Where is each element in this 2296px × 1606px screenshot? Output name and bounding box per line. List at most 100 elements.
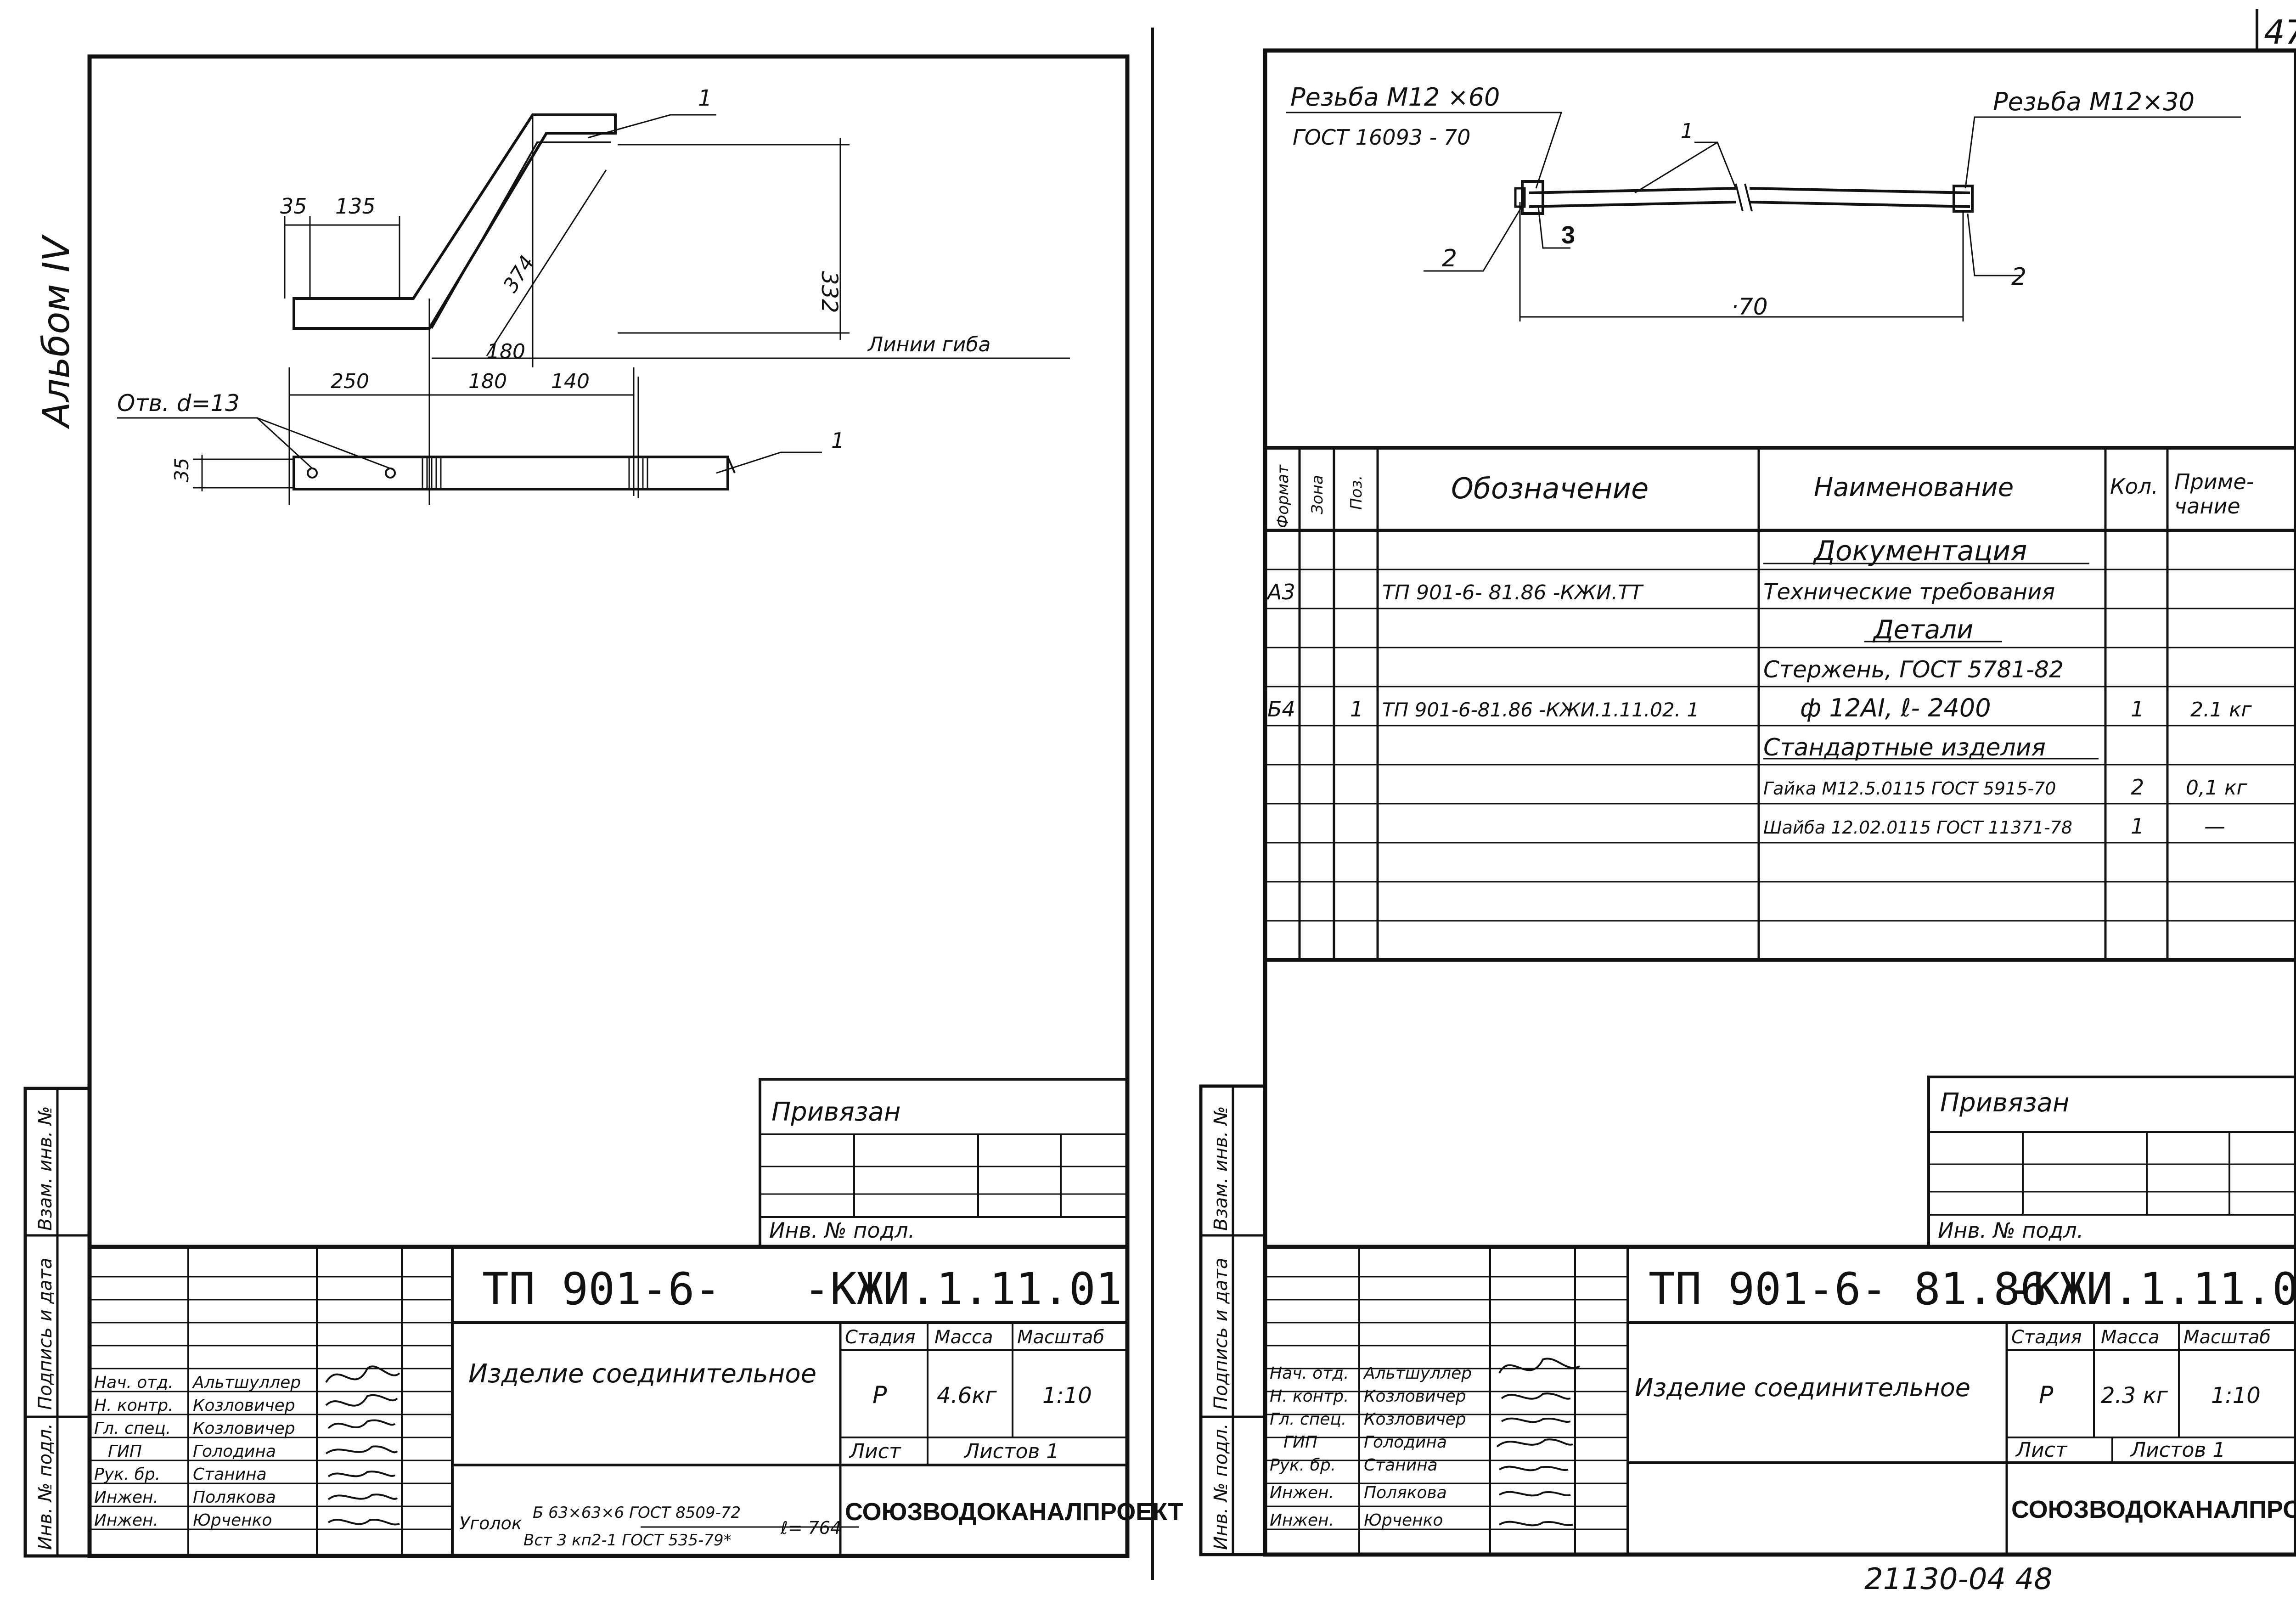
left-dim-35-side: 35 (170, 458, 193, 482)
left-dim-180b: 180 (468, 370, 507, 393)
left-privyazan-block (759, 1078, 1129, 1248)
left-signature-rows: Нач. отд. Н. контр. Гл. спец. ГИП Рук. б… (94, 1373, 301, 1530)
right-name-5: Полякова (1364, 1483, 1447, 1502)
left-name-4: Станина (193, 1465, 267, 1484)
right-role-3: ГИП (1283, 1433, 1317, 1452)
left-name-5: Полякова (193, 1488, 276, 1507)
left-scale: 1:10 (1042, 1383, 1092, 1409)
right-privyazan-label: Привязан (1940, 1088, 2069, 1118)
spec-row-1-format: А3 (1266, 580, 1295, 604)
spec-row-1-designation: ТП 901-6- 81.86 -КЖИ.ТТ (1382, 581, 1644, 604)
right-org: СОЮЗВОДОКАНАЛПРОЕКТ (2011, 1496, 2296, 1523)
left-role-2: Гл. спец. (94, 1419, 171, 1438)
right-side-vzam-label: Взам. инв. № (1210, 1106, 1232, 1231)
right-pos3: 3 (1561, 221, 1575, 249)
right-name-4: Станина (1364, 1456, 1438, 1475)
left-role-3: ГИП (108, 1442, 142, 1461)
left-name-6: Юрченко (193, 1511, 272, 1530)
right-signatures (1496, 1358, 1580, 1527)
right-pos2-left: 2 (1442, 245, 1457, 272)
right-doc-code-a: ТП 901-6- 81.86 (1649, 1263, 2047, 1315)
right-title-block (1263, 1245, 2296, 1557)
left-dim-250: 250 (331, 370, 369, 393)
left-name-1: Козловичер (193, 1396, 295, 1415)
right-scale-header: Масштаб (2183, 1327, 2271, 1348)
spec-row-6-name: Гайка М12.5.0115 ГОСТ 5915-70 (1763, 778, 2056, 799)
left-part-drawing (117, 113, 1070, 505)
spec-h-format: Формат (1274, 464, 1292, 528)
right-inv-podl-label: Инв. № подл. (1938, 1218, 2083, 1243)
left-material-top: Б 63×63×6 ГОСТ 8509-72 (533, 1504, 741, 1522)
spec-row-7-qty: 1 (2131, 814, 2144, 839)
left-stage-header: Стадия (845, 1327, 915, 1348)
left-drawing-labels: 1 35 135 332 374 180 250 180 140 Линии г… (117, 85, 990, 482)
spec-h-note: Приме-чание (2174, 469, 2254, 518)
page-number: 47 (2264, 13, 2296, 51)
left-inv-podl-label: Инв. № подл. (769, 1218, 915, 1243)
right-scale: 1:10 (2211, 1383, 2261, 1409)
left-role-4: Рук. бр. (94, 1465, 160, 1484)
spec-table-headers: Формат Зона Поз. Обозначение Наименовани… (1274, 464, 2254, 528)
spec-row-1-name: Технические требования (1763, 579, 2055, 605)
right-length: ·70 (1731, 293, 1768, 320)
right-mass-header: Масса (2101, 1327, 2160, 1348)
spec-h-pos: Поз. (1347, 475, 1366, 510)
left-sheet-label: Лист (849, 1440, 901, 1463)
spec-h-zone: Зона (1308, 475, 1327, 514)
bottom-stamp: 21130-04 48 (1864, 1562, 2053, 1596)
spec-row-3-name: Стержень, ГОСТ 5781-82 (1763, 656, 2064, 683)
left-stage: Р (872, 1381, 887, 1409)
left-material-len: ℓ= 764 (780, 1518, 841, 1538)
album-label: Альбом IV (35, 234, 78, 429)
left-privyazan-label: Привязан (771, 1097, 900, 1127)
spec-row-4-qty: 1 (2131, 697, 2144, 721)
right-mass: 2.3 кг (2101, 1383, 2168, 1409)
left-org: СОЮЗВОДОКАНАЛПРОЕКТ (845, 1498, 1183, 1526)
left-material-prefix: Уголок (459, 1513, 522, 1533)
left-holes: Отв. d=13 (117, 390, 240, 417)
left-dim-180a: 180 (487, 340, 525, 363)
spec-h-name: Наименование (1814, 473, 2014, 502)
left-dim-332: 332 (816, 271, 842, 313)
right-drawing-labels: Резьба М12 ×60 ГОСТ 16093 - 70 Резьба М1… (1290, 83, 2195, 320)
right-thread-left: Резьба М12 ×60 (1290, 83, 1500, 112)
left-side-stamp-labels: Взам. инв. № Подпись и дата Инв. № подл. (35, 1106, 56, 1550)
right-name-0: Альтшуллер (1363, 1364, 1472, 1383)
left-scale-header: Масштаб (1017, 1327, 1104, 1348)
spec-h-qty: Кол. (2110, 474, 2158, 499)
spec-row-4-designation: ТП 901-6-81.86 -КЖИ.1.11.02. 1 (1382, 699, 1699, 721)
spec-h-designation: Обозначение (1451, 472, 1649, 505)
right-side-stamp-labels: Взам. инв. № Подпись и дата Инв. № подл. (1210, 1106, 1232, 1550)
right-role-5: Инжен. (1270, 1483, 1334, 1502)
right-sheet-label: Лист (2015, 1438, 2068, 1462)
spec-row-6-qty: 2 (2131, 775, 2144, 800)
left-pos1-bottom: 1 (831, 428, 844, 453)
spec-row-7-name: Шайба 12.02.0115 ГОСТ 11371-78 (1763, 817, 2072, 838)
right-stage-header: Стадия (2011, 1327, 2082, 1348)
left-role-0: Нач. отд. (94, 1373, 174, 1392)
spec-table-grid (1263, 446, 2296, 962)
right-sheets-label: Листов 1 (2130, 1438, 2225, 1462)
right-side-podpis-label: Подпись и дата (1210, 1258, 1232, 1410)
side-inv-label: Инв. № подл. (35, 1423, 56, 1550)
spec-row-0-name: Документация (1812, 535, 2027, 567)
left-pos1-top: 1 (698, 85, 712, 111)
spec-row-7-note: — (2204, 814, 2225, 839)
spec-row-5-name: Стандартные изделия (1763, 734, 2046, 761)
right-pos1: 1 (1681, 119, 1694, 143)
right-name-1: Козловичер (1364, 1387, 1466, 1406)
right-name-3: Голодина (1364, 1433, 1447, 1452)
right-role-4: Рук. бр. (1270, 1456, 1336, 1475)
right-stage: Р (2039, 1381, 2054, 1409)
right-rod-drawing (1286, 112, 2241, 321)
right-signature-rows: Нач. отд. Н. контр. Гл. спец. ГИП Рук. б… (1270, 1364, 1472, 1530)
spec-row-2-name: Детали (1872, 615, 1973, 645)
right-doc-code-b: -КЖИ.1.11.02 (2007, 1263, 2296, 1315)
right-title-texts: ТП 901-6- 81.86 -КЖИ.1.11.02 Изделие сое… (1635, 1263, 2296, 1523)
left-doc-code-b: -КЖИ.1.11.01 (804, 1263, 1122, 1315)
left-doc-code-a: ТП 901-6- (482, 1263, 721, 1315)
right-pos2-right: 2 (2011, 263, 2026, 291)
left-role-5: Инжен. (94, 1488, 158, 1507)
left-dim-35: 35 (280, 194, 307, 219)
